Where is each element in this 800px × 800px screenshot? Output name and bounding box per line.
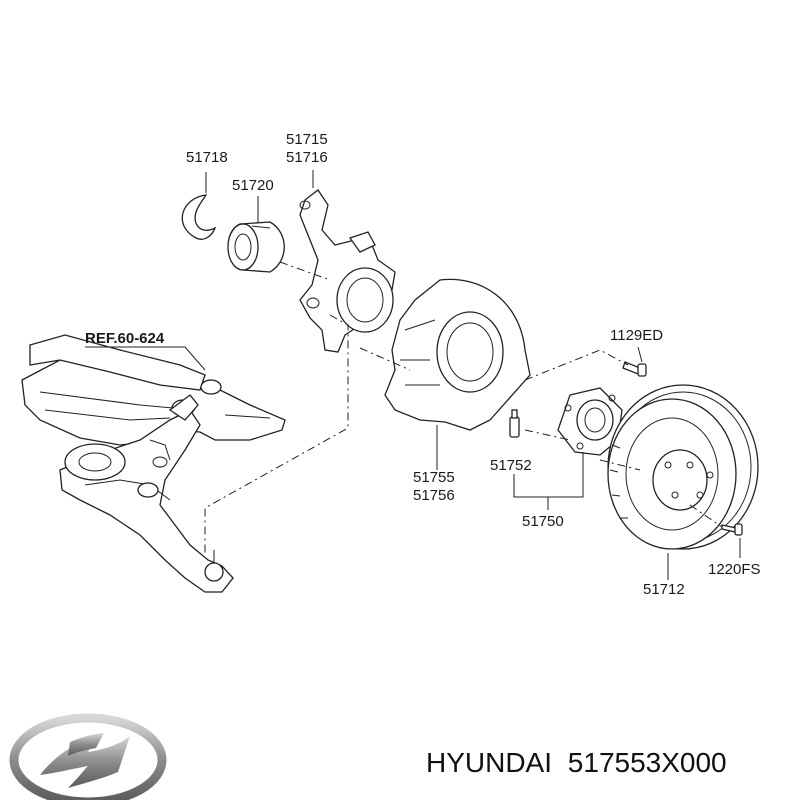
label-1220fs: 1220FS xyxy=(708,561,761,578)
label-51720: 51720 xyxy=(232,177,274,194)
footer-brand: HYUNDAI xyxy=(426,747,552,778)
label-51712: 51712 xyxy=(643,581,685,598)
leader-lines xyxy=(85,170,741,580)
label-51718: 51718 xyxy=(186,149,228,166)
label-51756: 51756 xyxy=(413,487,455,504)
label-51752: 51752 xyxy=(490,457,532,474)
wheel-hub-drawing xyxy=(557,387,623,456)
label-51715: 51715 xyxy=(286,131,328,148)
label-51750: 51750 xyxy=(522,513,564,530)
footer-caption: HYUNDAI 517553X000 xyxy=(426,747,727,778)
steering-knuckle-drawing xyxy=(299,189,396,353)
subframe-drawing xyxy=(21,334,286,446)
wheel-bearing-drawing xyxy=(227,221,285,273)
screw-1220fs-drawing xyxy=(721,523,743,536)
assembly-dash-lines xyxy=(204,261,723,555)
footer-part-number: 517553X000 xyxy=(568,747,727,778)
lower-control-arm-drawing xyxy=(59,394,234,593)
brake-disc-drawing xyxy=(607,384,759,550)
label-1129ed: 1129ED xyxy=(610,327,663,344)
dust-shield-drawing xyxy=(384,278,531,431)
ref-label: REF.60-624 xyxy=(85,330,165,347)
label-51755: 51755 xyxy=(413,469,455,486)
hub-bolt-drawing xyxy=(509,409,520,438)
label-51716: 51716 xyxy=(286,149,328,166)
snap-ring-drawing xyxy=(181,194,217,240)
hyundai-logo-icon xyxy=(9,713,167,800)
